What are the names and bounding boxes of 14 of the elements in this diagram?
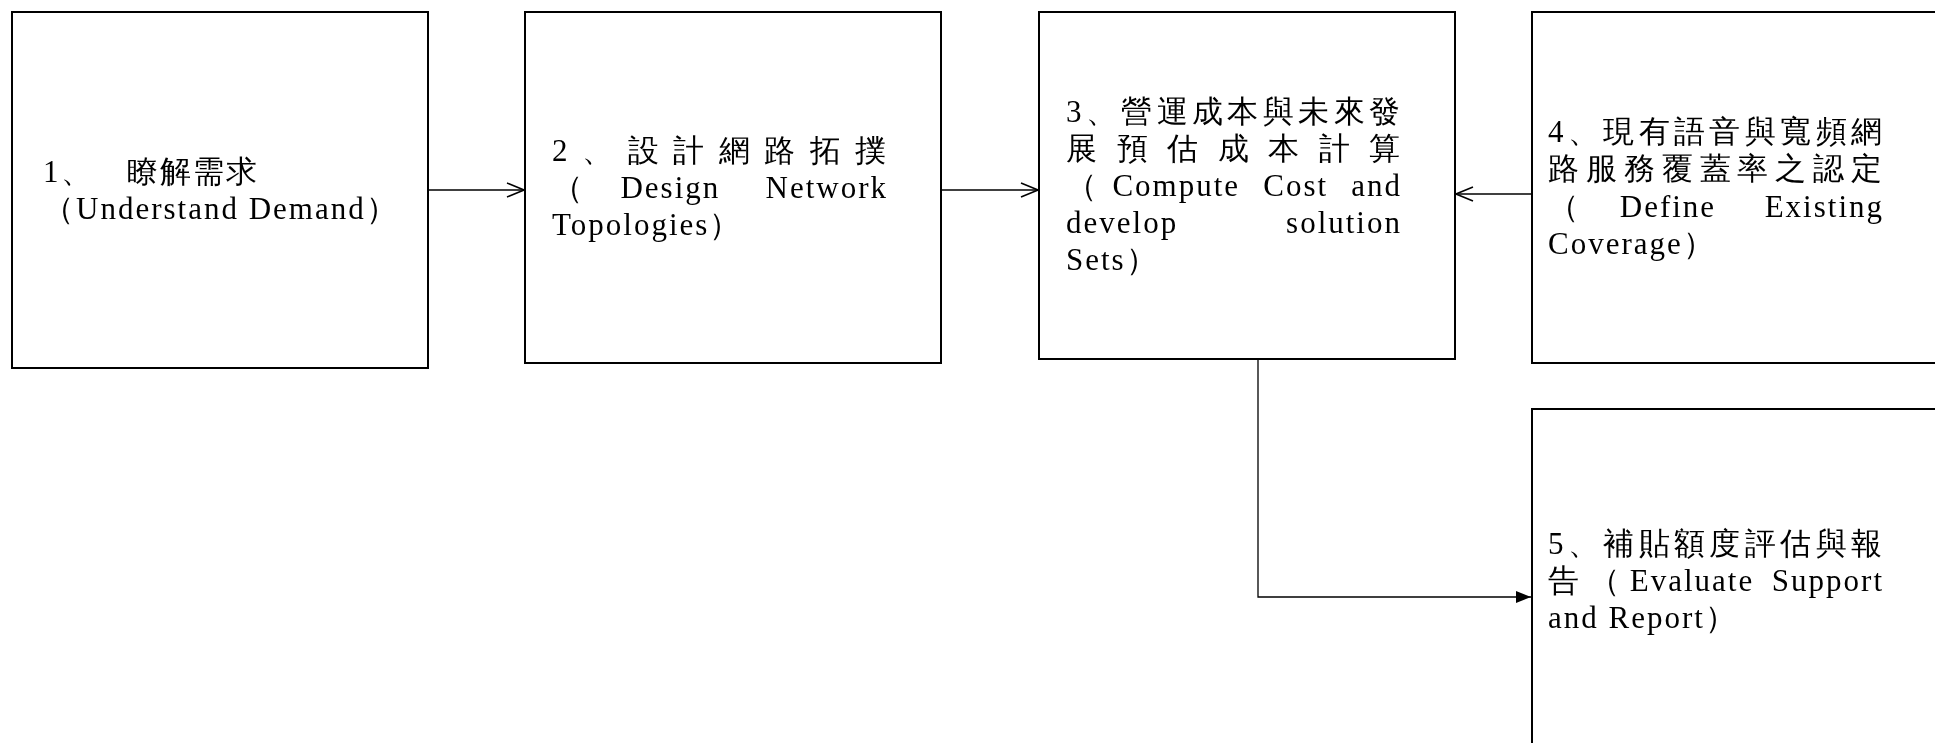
process-box <box>1531 11 1935 364</box>
arrow <box>428 182 525 198</box>
step-text: 2、設計網路拓撲（Design Network Topologies） <box>552 131 888 244</box>
step-text: 1、 瞭解需求（Understand Demand） <box>43 152 400 228</box>
step-text: 5、補貼額度評估與報告（Evaluate Support and Report） <box>1548 524 1884 637</box>
arrow <box>1257 359 1532 603</box>
step-text: 4、現有語音與寬頻網路服務覆蓋率之認定（Define Existing Coverage） <box>1548 113 1884 262</box>
process-box <box>1038 11 1456 360</box>
process-box <box>1531 408 1935 743</box>
process-box <box>524 11 942 364</box>
step-text: 3、營運成本與未來發展預估成本計算（Compute Cost and develop solution Sets） <box>1066 92 1402 279</box>
arrow <box>941 182 1039 198</box>
arrow <box>1455 186 1532 202</box>
process-box <box>11 11 429 369</box>
